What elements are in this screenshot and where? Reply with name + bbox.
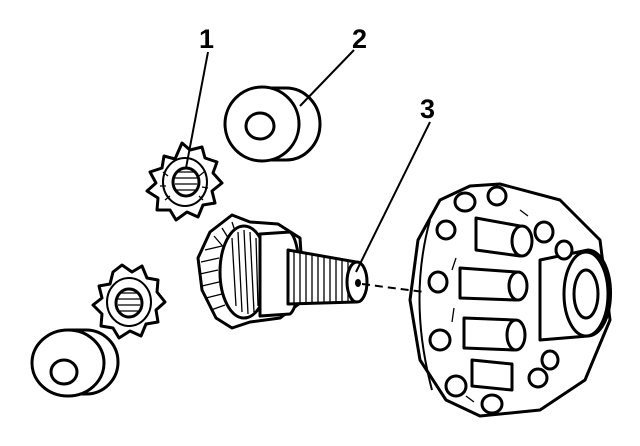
callout-1: 1 xyxy=(199,24,214,54)
thrust-washer-upper xyxy=(223,85,322,163)
pinion-gear-lower xyxy=(91,263,167,340)
pinion-gear-upper xyxy=(145,141,224,222)
callout-2: 2 xyxy=(352,24,367,54)
callout-3: 3 xyxy=(420,94,435,124)
differential-case xyxy=(408,182,612,418)
thrust-washer-lower xyxy=(30,328,120,398)
leader-line-1 xyxy=(185,51,209,169)
alignment-dashed-line xyxy=(361,283,425,293)
side-gear-shaft xyxy=(196,213,369,330)
leader-line-3 xyxy=(355,121,431,273)
leader-line-2 xyxy=(299,49,355,107)
